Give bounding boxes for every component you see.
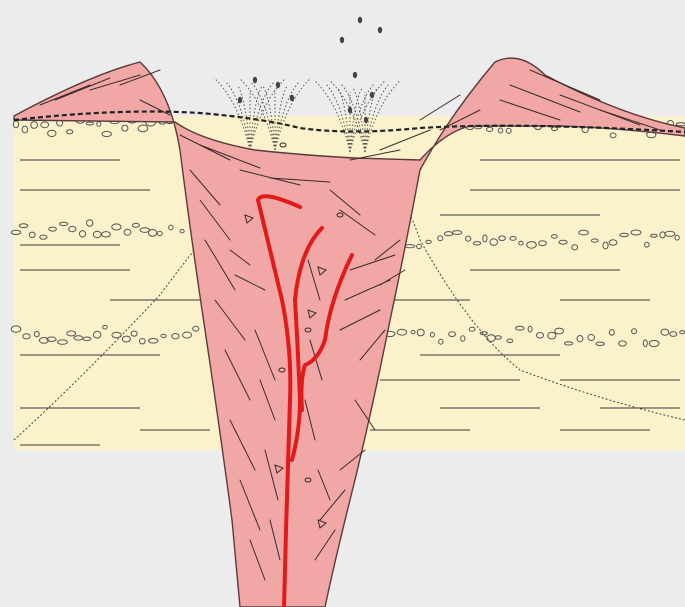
bomb-1 xyxy=(340,37,344,43)
bomb-7 xyxy=(276,82,280,88)
bomb-0 xyxy=(358,17,362,23)
bomb-5 xyxy=(238,97,242,103)
bomb-4 xyxy=(370,92,374,98)
bomb-2 xyxy=(378,27,382,33)
bomb-3 xyxy=(353,72,357,78)
bomb-10 xyxy=(364,117,368,123)
bomb-8 xyxy=(290,95,294,101)
bomb-6 xyxy=(253,77,257,83)
bomb-9 xyxy=(348,107,352,113)
